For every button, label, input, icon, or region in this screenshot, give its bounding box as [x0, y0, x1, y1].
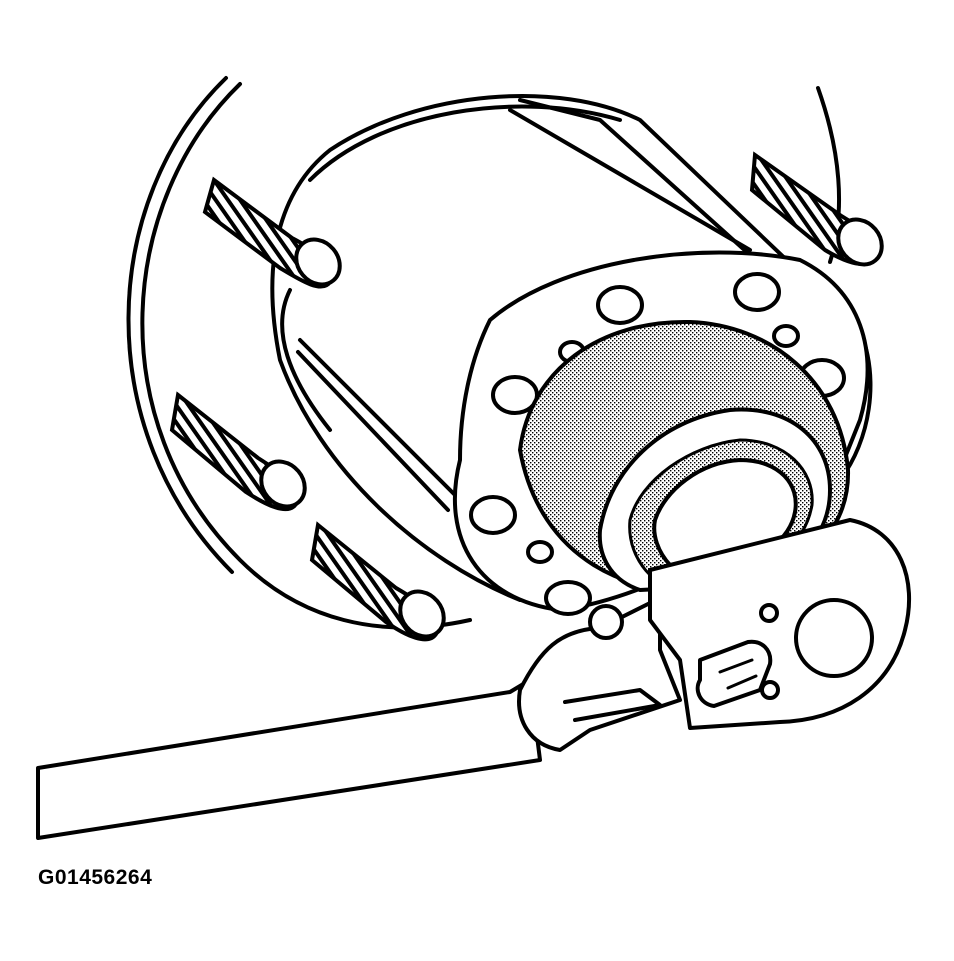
hub-bearing — [517, 319, 851, 594]
wheel-stud — [749, 151, 884, 267]
wheel-stud — [202, 176, 342, 289]
wheel-studs — [169, 151, 884, 642]
wheel-stud — [169, 391, 307, 512]
ratchet-wrench — [36, 518, 912, 840]
flange-bolt-holes — [469, 272, 846, 616]
wheel-stud — [309, 521, 446, 642]
figure-id-label: G01456264 — [38, 866, 153, 889]
